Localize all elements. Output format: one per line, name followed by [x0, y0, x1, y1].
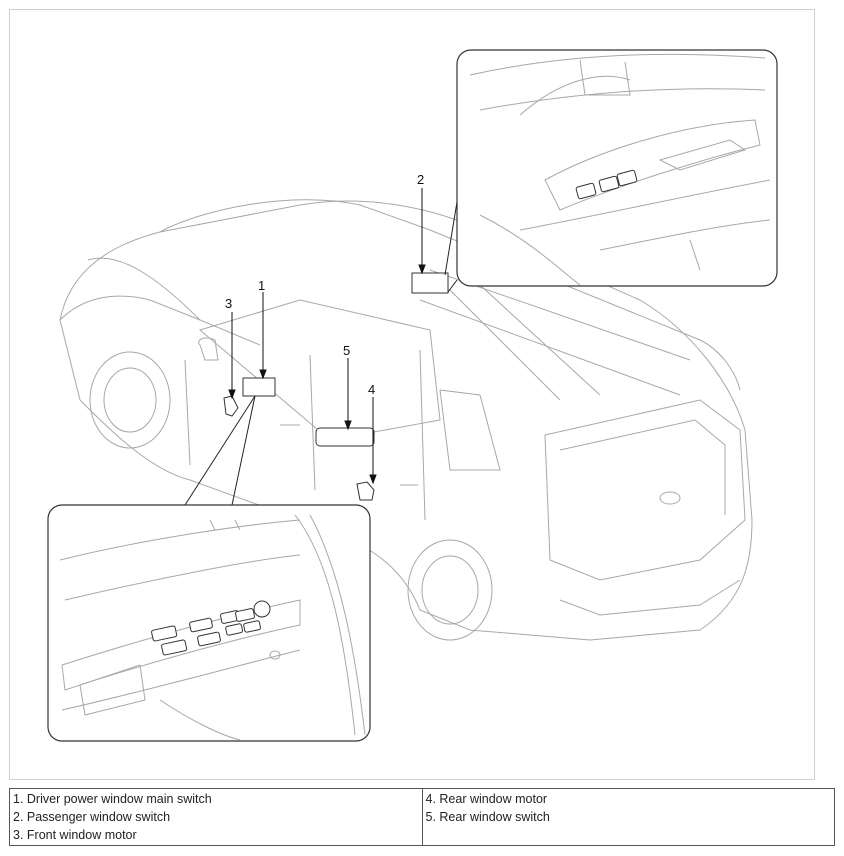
driver-switch-button	[197, 631, 221, 647]
driver-switch-button	[151, 625, 178, 642]
driver-lock-knob	[253, 600, 271, 618]
front-wheel	[89, 351, 171, 449]
legend-table: 1. Driver power window main switch 2. Pa…	[9, 788, 835, 846]
component-3-marker	[223, 395, 239, 417]
driver-switch-button	[225, 623, 243, 636]
legend-item-5: 5. Rear window switch	[425, 810, 550, 824]
driver-switch-button	[189, 617, 213, 633]
passenger-switch-button	[616, 169, 638, 187]
legend-column-right: 4. Rear window motor 5. Rear window swit…	[421, 788, 835, 846]
callout-3: 3	[225, 296, 232, 311]
windshield	[87, 257, 261, 346]
vehicle-diagram: 1 2 3 4 5	[47, 49, 778, 742]
car-roof	[159, 199, 741, 391]
callout-4: 4	[368, 382, 375, 397]
callout-5: 5	[343, 343, 350, 358]
hood	[59, 295, 201, 321]
detail-driver-main-switch	[47, 504, 371, 742]
roof-rail	[419, 299, 681, 396]
door-line	[184, 359, 191, 466]
rear-hatch	[544, 399, 746, 581]
legend-item-3: 3. Front window motor	[13, 828, 137, 842]
door-line	[419, 349, 426, 521]
side-window	[198, 299, 441, 441]
driver-switch-button	[235, 608, 255, 622]
door-line	[309, 354, 316, 491]
component-5-marker	[315, 427, 375, 447]
legend-item-2: 2. Passenger window switch	[13, 810, 171, 824]
component-4-marker	[356, 481, 375, 501]
passenger-switch-button	[575, 182, 597, 200]
driver-switch-button	[243, 620, 261, 633]
legend-column-left: 1. Driver power window main switch 2. Pa…	[10, 789, 423, 846]
legend-item-4: 4. Rear window motor	[425, 792, 548, 806]
component-1-marker	[242, 377, 276, 397]
driver-switch-button	[161, 639, 188, 656]
detail-passenger-switch	[456, 49, 778, 287]
side-window	[439, 389, 501, 471]
callout-1: 1	[258, 278, 265, 293]
component-2-marker	[411, 272, 449, 294]
legend-item-1: 1. Driver power window main switch	[13, 792, 212, 806]
callout-2: 2	[417, 172, 424, 187]
rear-wheel	[407, 539, 493, 641]
passenger-switch-button	[598, 175, 620, 193]
